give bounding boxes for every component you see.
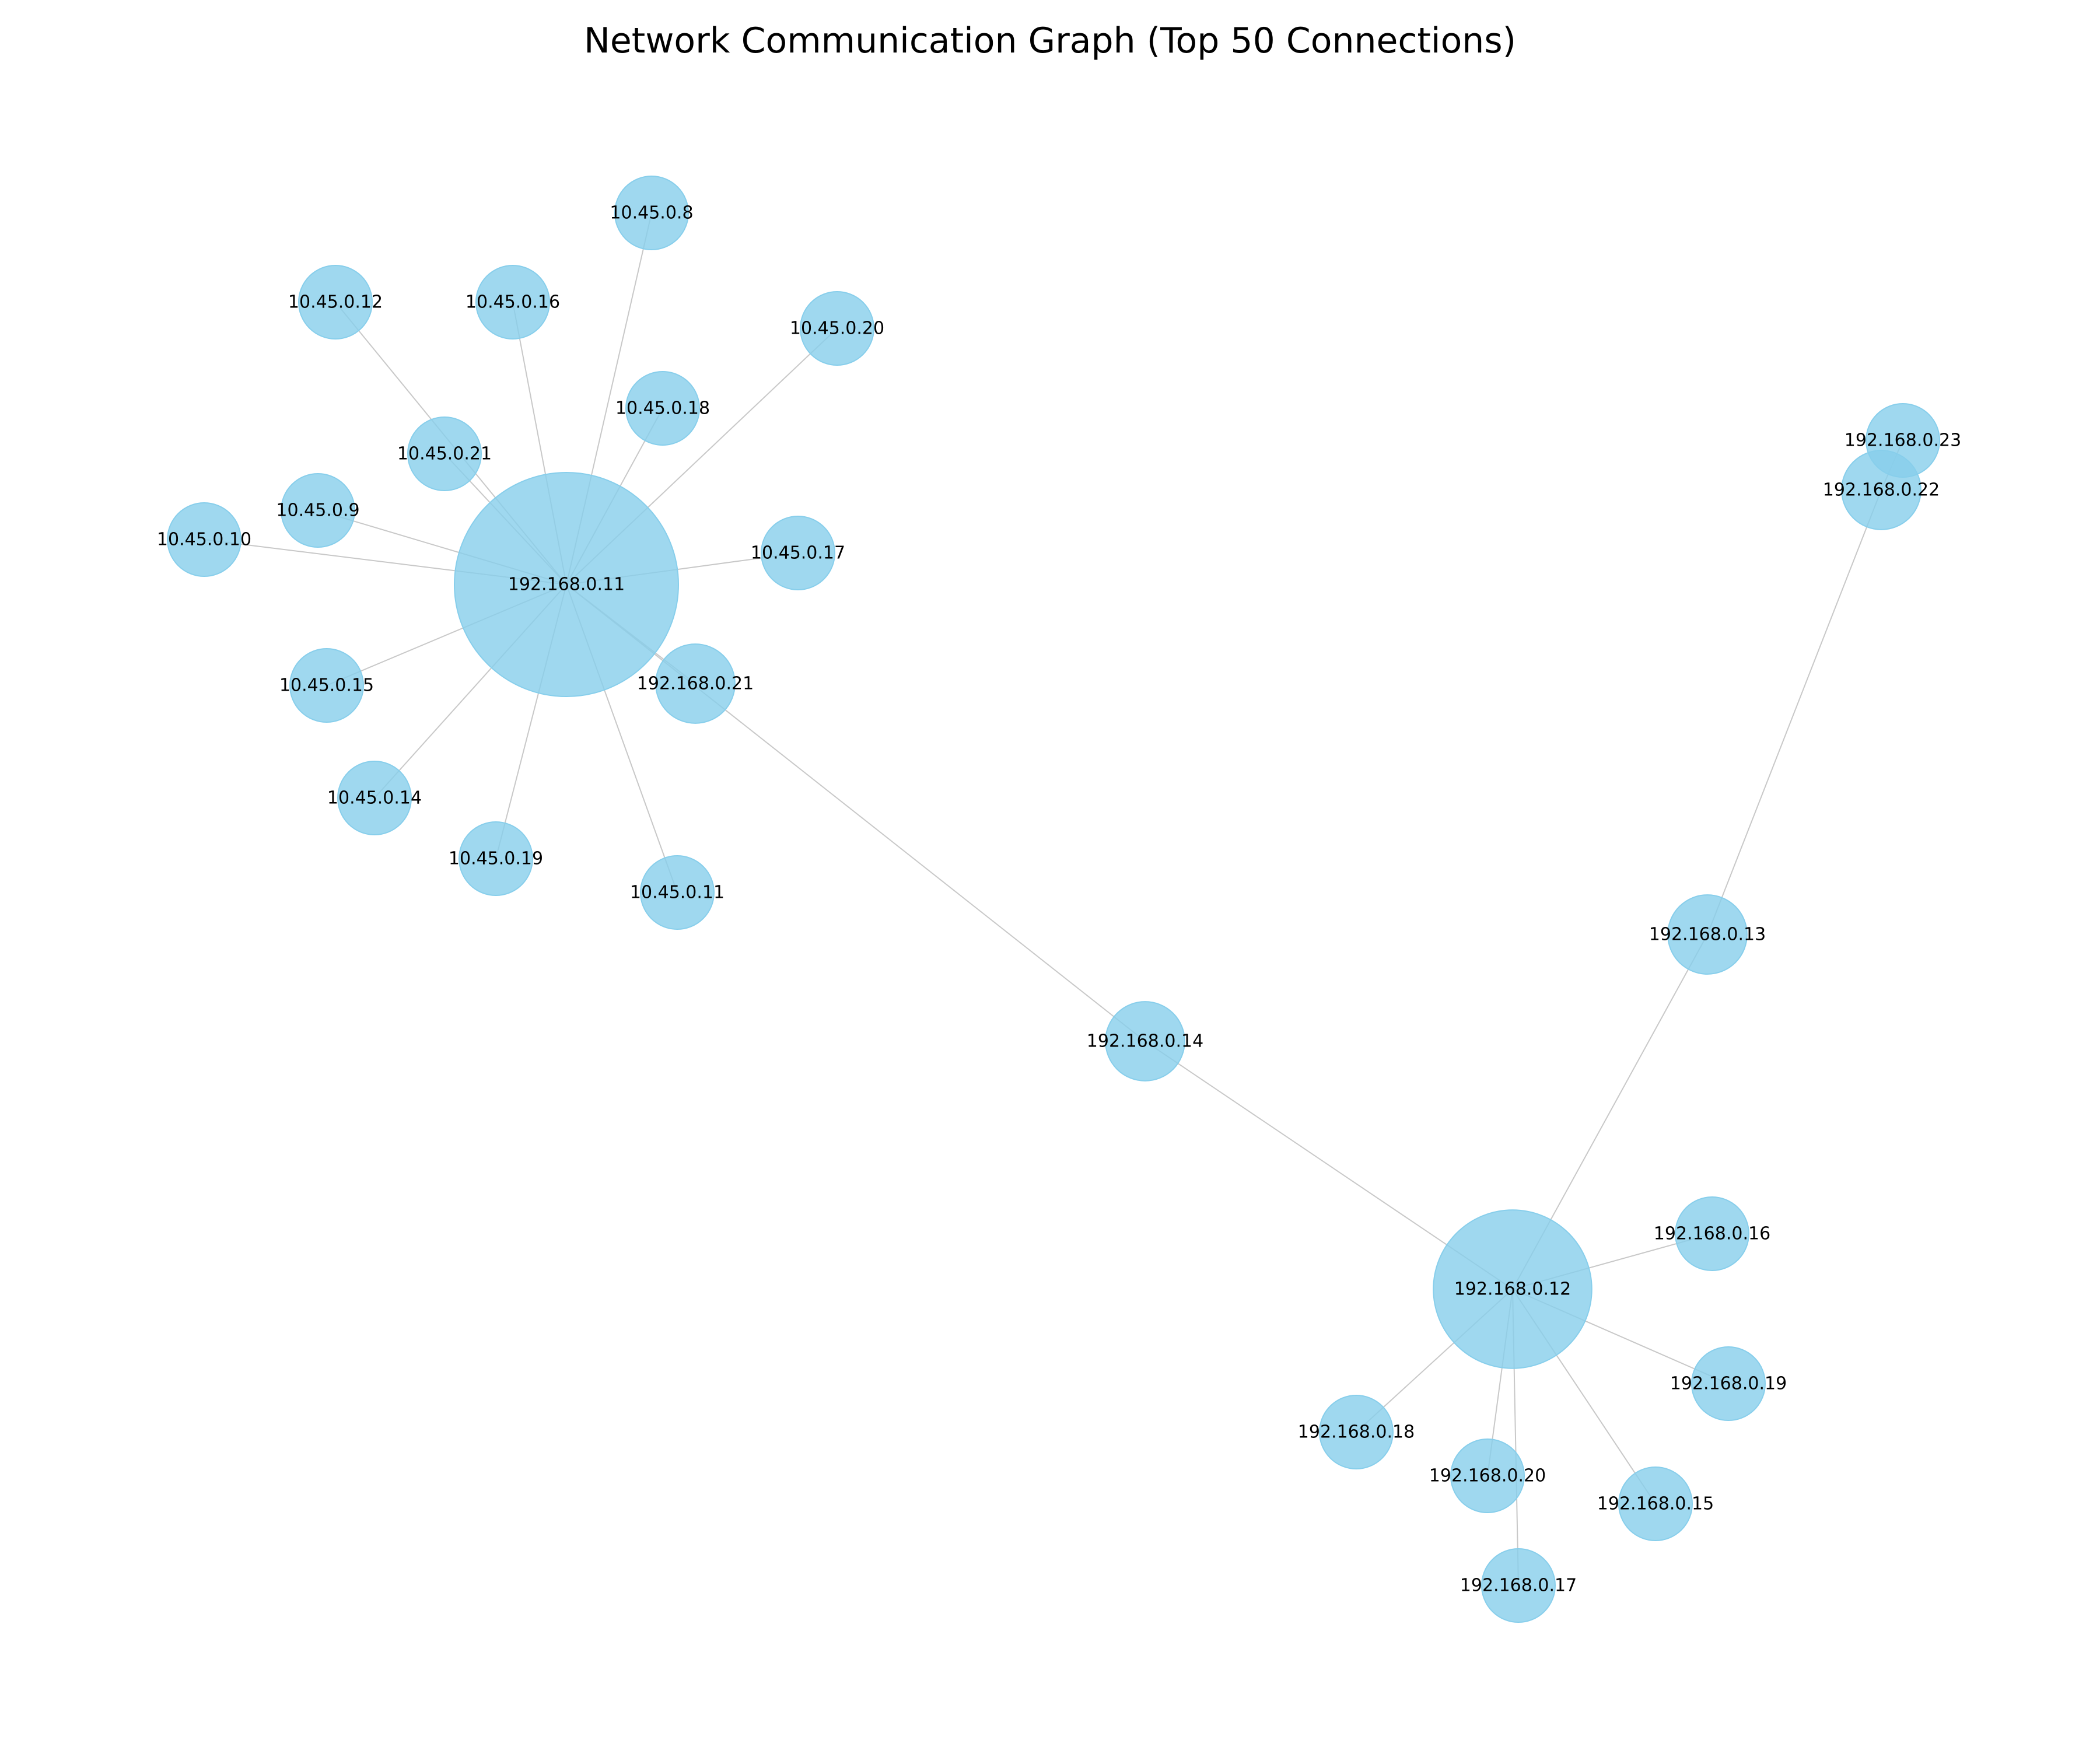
node-circle: [1691, 1346, 1766, 1421]
node-label: 10.45.0.12: [288, 292, 383, 313]
node-label: 10.45.0.16: [466, 292, 560, 313]
node-label: 10.45.0.17: [751, 543, 845, 564]
node-192.168.0.23: 192.168.0.23: [1845, 403, 1961, 478]
node-circle: [614, 176, 689, 250]
node-circle: [1866, 403, 1940, 478]
node-label: 10.45.0.20: [790, 318, 884, 339]
node-label: 192.168.0.19: [1670, 1374, 1787, 1394]
node-circle: [407, 416, 482, 491]
node-label: 10.45.0.10: [157, 530, 251, 550]
node-label: 192.168.0.22: [1823, 480, 1940, 501]
node-circle: [1618, 1466, 1693, 1541]
node-label: 10.45.0.11: [630, 883, 724, 903]
node-10.45.0.11: 10.45.0.11: [630, 855, 724, 930]
node-label: 10.45.0.14: [327, 788, 422, 808]
node-circle: [298, 265, 373, 340]
node-circle: [761, 516, 835, 590]
node-label: 10.45.0.15: [279, 676, 374, 696]
node-circle: [1319, 1395, 1394, 1469]
node-circle: [1450, 1438, 1525, 1513]
node-192.168.0.19: 192.168.0.19: [1670, 1346, 1787, 1421]
node-circle: [800, 291, 874, 366]
node-circle: [655, 643, 736, 724]
node-circle: [1105, 1001, 1185, 1082]
node-label: 192.168.0.18: [1298, 1422, 1415, 1443]
node-label: 192.168.0.15: [1597, 1494, 1714, 1514]
node-192.168.0.14: 192.168.0.14: [1087, 1001, 1203, 1082]
node-circle: [289, 648, 364, 723]
node-label: 192.168.0.17: [1460, 1576, 1577, 1596]
node-label: 192.168.0.14: [1087, 1031, 1203, 1052]
node-192.168.0.13: 192.168.0.13: [1649, 894, 1766, 975]
node-label: 10.45.0.19: [449, 849, 543, 869]
node-circle: [454, 472, 679, 697]
node-192.168.0.21: 192.168.0.21: [637, 643, 754, 724]
node-label: 192.168.0.12: [1454, 1279, 1571, 1300]
node-10.45.0.17: 10.45.0.17: [751, 516, 845, 590]
node-10.45.0.9: 10.45.0.9: [276, 473, 360, 548]
node-192.168.0.12: 192.168.0.12: [1433, 1209, 1592, 1369]
node-192.168.0.18: 192.168.0.18: [1298, 1395, 1415, 1469]
node-192.168.0.20: 192.168.0.20: [1429, 1438, 1546, 1513]
node-label: 192.168.0.13: [1649, 925, 1766, 945]
node-circle: [1433, 1209, 1592, 1369]
node-circle: [1481, 1548, 1556, 1623]
node-10.45.0.16: 10.45.0.16: [466, 265, 560, 340]
node-label: 192.168.0.21: [637, 674, 754, 694]
node-label: 192.168.0.16: [1654, 1224, 1770, 1244]
node-10.45.0.10: 10.45.0.10: [157, 502, 251, 577]
node-circle: [167, 502, 242, 577]
node-label: 10.45.0.9: [276, 501, 359, 521]
node-circle: [337, 761, 412, 835]
node-circle: [1675, 1196, 1749, 1271]
node-192.168.0.17: 192.168.0.17: [1460, 1548, 1577, 1623]
node-circle: [459, 821, 533, 896]
node-label: 192.168.0.11: [508, 575, 625, 595]
node-circle: [640, 855, 715, 930]
node-circle: [281, 473, 355, 548]
nodes-layer: 192.168.0.11 192.168.0.12 192.168.0.21 192.…: [157, 176, 1961, 1623]
node-10.45.0.18: 10.45.0.18: [615, 371, 710, 446]
node-circle: [1667, 894, 1748, 975]
node-10.45.0.8: 10.45.0.8: [610, 176, 694, 250]
node-label: 192.168.0.23: [1845, 430, 1961, 451]
node-10.45.0.21: 10.45.0.21: [397, 416, 492, 491]
node-10.45.0.12: 10.45.0.12: [288, 265, 383, 340]
node-10.45.0.19: 10.45.0.19: [449, 821, 543, 896]
node-label: 192.168.0.20: [1429, 1466, 1546, 1486]
node-10.45.0.20: 10.45.0.20: [790, 291, 884, 366]
node-192.168.0.15: 192.168.0.15: [1597, 1466, 1714, 1541]
chart-title: Network Communication Graph (Top 50 Conn…: [584, 20, 1516, 61]
edges-layer: [204, 212, 1903, 1586]
node-192.168.0.16: 192.168.0.16: [1654, 1196, 1770, 1271]
node-label: 10.45.0.18: [615, 398, 710, 419]
node-10.45.0.14: 10.45.0.14: [327, 761, 422, 835]
node-circle: [475, 265, 550, 340]
node-label: 10.45.0.21: [397, 444, 492, 464]
node-10.45.0.15: 10.45.0.15: [279, 648, 374, 723]
node-circle: [625, 371, 700, 446]
node-label: 10.45.0.8: [610, 203, 693, 223]
node-192.168.0.11: 192.168.0.11: [454, 472, 679, 697]
edge-192.168.0.13-192.168.0.22: [1707, 489, 1882, 935]
